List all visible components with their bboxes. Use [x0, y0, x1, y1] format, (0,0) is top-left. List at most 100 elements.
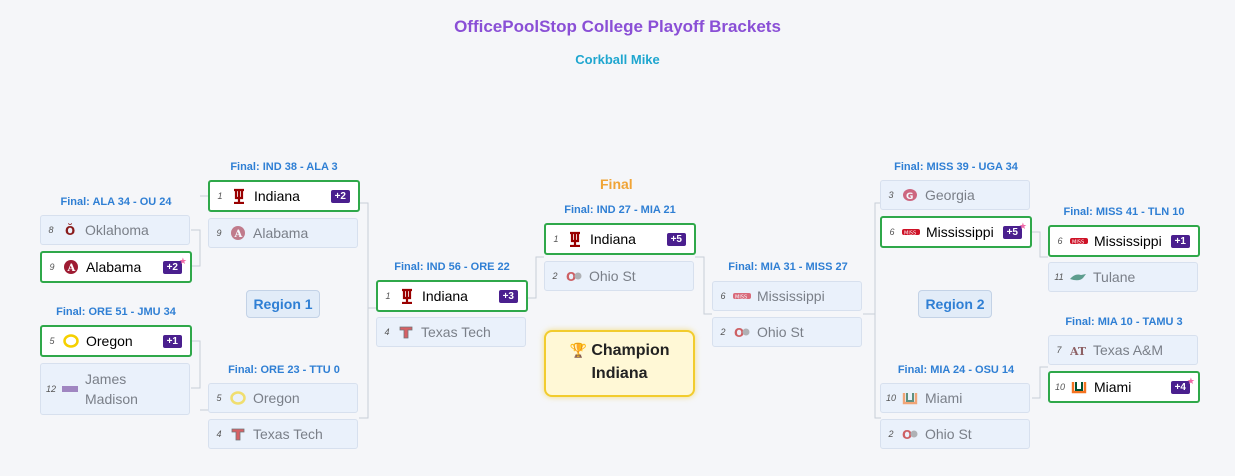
- team-slot-texas-tech[interactable]: 4 Texas Tech: [376, 317, 526, 347]
- miami-logo-icon: [901, 390, 919, 406]
- team-slot-indiana[interactable]: 1 Indiana +5: [544, 223, 696, 255]
- ohio-st-logo-icon: O: [901, 426, 919, 442]
- team-name: Georgia: [925, 187, 975, 203]
- points-badge: +3: [498, 289, 518, 303]
- game-label: Final: MISS 41 - TLN 10: [1063, 206, 1185, 218]
- points-badge: +2★: [162, 256, 187, 274]
- seed-number: 11: [1054, 272, 1064, 282]
- page-title: OfficePoolStop College Playoff Brackets: [454, 17, 781, 36]
- trophy-icon: 🏆: [569, 342, 587, 358]
- seed-number: 2: [888, 429, 894, 439]
- ohio-st-logo-icon: O: [565, 268, 583, 284]
- alabama-logo-icon: A: [229, 225, 247, 241]
- team-name: Oregon: [86, 333, 133, 349]
- team-slot-miami[interactable]: 10 Miami +4★: [1048, 371, 1200, 403]
- mississippi-logo-icon: MISS: [733, 288, 751, 304]
- team-slot-mississippi[interactable]: 6 MISS Mississippi +5★: [880, 216, 1032, 248]
- team-name: Alabama: [86, 259, 142, 275]
- team-name: Texas Tech: [253, 426, 323, 442]
- team-slot-texas-tech[interactable]: 4 Texas Tech: [208, 419, 358, 449]
- seed-number: 7: [1056, 345, 1062, 355]
- team-slot-james-madison[interactable]: 12 James Madison: [40, 363, 190, 415]
- points-badge: +5: [666, 232, 686, 246]
- team-slot-mississippi[interactable]: 6 MISS Mississippi +1: [1048, 225, 1200, 257]
- svg-text:A: A: [234, 229, 243, 240]
- team-slot-oregon[interactable]: 5 Oregon +1: [40, 325, 192, 357]
- team-name: Indiana: [254, 188, 300, 204]
- team-slot-alabama[interactable]: 9 A Alabama +2★: [40, 251, 192, 283]
- team-name: Oklahoma: [85, 222, 149, 238]
- team-name: Ohio St: [757, 324, 804, 340]
- team-name: Ohio St: [925, 426, 972, 442]
- team-name: Indiana: [590, 231, 636, 247]
- seed-number: 12: [45, 384, 56, 394]
- champion-box: 🏆 Champion Indiana: [544, 330, 695, 397]
- tulane-logo-icon: [1069, 269, 1087, 285]
- svg-text:ATM: ATM: [1070, 345, 1086, 357]
- svg-text:MISS: MISS: [904, 231, 916, 237]
- region-1-label: Region 1: [246, 290, 320, 318]
- team-slot-miami[interactable]: 10 Miami: [880, 383, 1030, 413]
- points-badge: +2: [330, 189, 350, 203]
- team-slot-ohio-st[interactable]: 2 O Ohio St: [544, 261, 694, 291]
- seed-number: 10: [885, 393, 896, 403]
- seed-number: 8: [48, 225, 54, 235]
- svg-text:O: O: [734, 326, 744, 339]
- svg-text:MISS: MISS: [735, 295, 747, 301]
- seed-number: 1: [385, 291, 391, 301]
- points-badge: +1: [162, 334, 182, 348]
- game-label: Final: MIA 31 - MISS 27: [728, 261, 848, 273]
- team-slot-ohio-st[interactable]: 2 O Ohio St: [880, 419, 1030, 449]
- james-madison-logo-icon: [61, 381, 79, 397]
- seed-number: 10: [1054, 382, 1065, 392]
- team-slot-oregon[interactable]: 5 Oregon: [208, 383, 358, 413]
- team-slot-ohio-st[interactable]: 2 O Ohio St: [712, 317, 862, 347]
- seed-number: 1: [217, 191, 223, 201]
- star-icon: ★: [178, 255, 187, 266]
- mississippi-logo-icon: MISS: [902, 224, 920, 240]
- seed-number: 5: [216, 393, 222, 403]
- team-name: Tulane: [1093, 269, 1136, 285]
- seed-number: 3: [888, 190, 894, 200]
- team-name: Texas Tech: [421, 324, 491, 340]
- points-badge: +5★: [1002, 221, 1027, 239]
- seed-number: 4: [216, 429, 222, 439]
- team-slot-mississippi[interactable]: 6 MISS Mississippi: [712, 281, 862, 311]
- team-slot-oklahoma[interactable]: 8 Ŏ Oklahoma: [40, 215, 190, 245]
- team-slot-alabama[interactable]: 9 A Alabama: [208, 218, 358, 248]
- seed-number: 1: [553, 234, 559, 244]
- texas-tech-logo-icon: [229, 426, 247, 442]
- team-slot-indiana[interactable]: 1 Indiana +3: [376, 280, 528, 312]
- team-name: Texas A&M: [1093, 342, 1164, 358]
- seed-number: 9: [49, 262, 55, 272]
- team-slot-tulane[interactable]: 11 Tulane: [1048, 262, 1198, 292]
- region-2-label: Region 2: [918, 290, 992, 318]
- svg-text:O: O: [566, 270, 576, 283]
- game-label: Final: ORE 23 - TTU 0: [228, 364, 340, 376]
- ohio-st-logo-icon: O: [733, 324, 751, 340]
- indiana-logo-icon: [398, 288, 416, 304]
- team-slot-georgia[interactable]: 3 G Georgia: [880, 180, 1030, 210]
- georgia-logo-icon: G: [901, 187, 919, 203]
- points-badge: +1: [1170, 234, 1190, 248]
- game-label: Final: MISS 39 - UGA 34: [894, 161, 1018, 173]
- champion-label: Champion: [591, 342, 670, 359]
- team-slot-texas-am[interactable]: 7 ATM Texas A&M: [1048, 335, 1198, 365]
- final-heading: Final: [600, 176, 633, 192]
- seed-number: 9: [216, 228, 222, 238]
- svg-text:G: G: [906, 192, 913, 202]
- seed-number: 4: [384, 327, 390, 337]
- bracket-owner-name: Corkball Mike: [575, 52, 660, 67]
- team-slot-indiana[interactable]: 1 Indiana +2: [208, 180, 360, 212]
- game-label: Final: IND 56 - ORE 22: [394, 261, 510, 273]
- indiana-logo-icon: [230, 188, 248, 204]
- oregon-logo-icon: [62, 333, 80, 349]
- svg-text:Ŏ: Ŏ: [65, 223, 75, 237]
- mississippi-logo-icon: MISS: [1070, 233, 1088, 249]
- star-icon: ★: [1018, 220, 1027, 231]
- game-label: Final: MIA 10 - TAMU 3: [1065, 316, 1183, 328]
- team-name: Miami: [925, 390, 963, 406]
- points-badge: +4★: [1170, 376, 1195, 394]
- game-label: Final: ALA 34 - OU 24: [60, 196, 172, 208]
